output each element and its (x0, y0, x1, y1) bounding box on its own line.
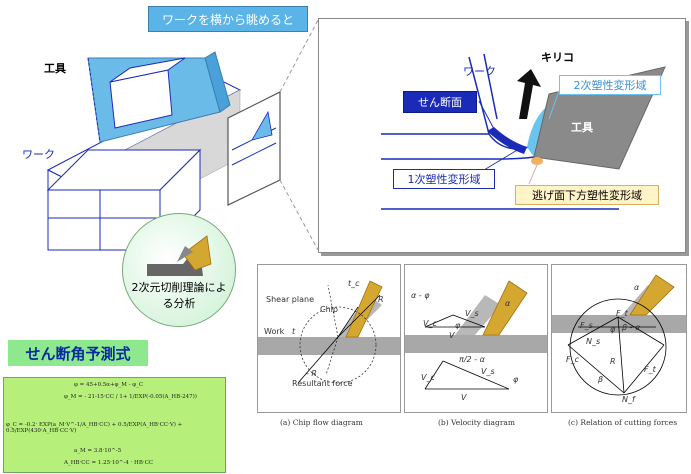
vs2-text: V_s (481, 367, 495, 376)
alpha-phi-text: α - φ (411, 291, 430, 300)
chip-flow-caption: (a) Chip flow diagram (280, 418, 363, 427)
prediction-formula-title: せん断角予測式 (8, 340, 148, 366)
shear-plane-label: せん断面 (403, 91, 477, 113)
beta-alpha-text: β - α (622, 323, 640, 332)
chip-flow-panel: Shear plane Chip Work Resultant force R … (257, 264, 401, 413)
v-text: V (449, 331, 454, 340)
r-text: R (378, 295, 384, 304)
nf-text: N_f (622, 395, 635, 404)
vc2-text: V_c (421, 373, 435, 382)
phi2-text: φ (513, 375, 518, 384)
forces-alpha-text: α (634, 283, 639, 292)
forces-caption: (c) Relation of cutting forces (568, 418, 677, 427)
chip-text: Chip (320, 305, 338, 314)
t-text: t (292, 327, 295, 336)
vs-text: V_s (465, 309, 479, 318)
ff-text: F_t (644, 365, 656, 374)
formula-line-2: φ_M = - 21-15·CC / 1+ 1/EXP(-0.05(A_HB-2… (64, 394, 197, 400)
forces-r-text: R (610, 357, 616, 366)
resultant-text: Resultant force (292, 379, 353, 388)
tool-label: 工具 (44, 60, 66, 76)
phi-text: φ (455, 321, 460, 330)
forces-phi-text: φ (610, 325, 615, 334)
cutting-zone-zoom: ワーク キリコ 工具 せん断面 2次塑性変形域 1次塑性変形域 逃げ面下方塑性変… (318, 18, 686, 253)
tc-text: t_c (348, 279, 360, 288)
shear-plane-text: Shear plane (266, 295, 314, 304)
zoom-tool-label: 工具 (571, 119, 593, 135)
analysis-circle: 2次元切削理論による分析 (122, 213, 236, 327)
vc-text: V_c (423, 319, 437, 328)
zoom-work-label: ワーク (463, 63, 496, 79)
chip-label: キリコ (541, 49, 574, 65)
alpha-text: α (505, 299, 510, 308)
ns-text: N_s (586, 337, 600, 346)
work-label: ワーク (22, 146, 55, 162)
primary-zone-label: 1次塑性変形域 (393, 169, 495, 189)
analysis-label: 2次元切削理論による分析 (129, 280, 229, 312)
neg-r-text: - R (306, 369, 317, 378)
velocity-panel: α - φ α φ V_c V_s V π/2 - α V_c V_s V φ (404, 264, 548, 413)
formula-line-1: φ = 45+0.5α+φ_M - φ_C (74, 382, 143, 388)
shear-angle-formula: φ = 45+0.5α+φ_M - φ_C φ_M = - 21-15·CC /… (3, 377, 226, 473)
work-text: Work (264, 327, 284, 336)
formula-line-3: φ_C = -0.2· EXP(a_M·V^-1/A_HB·CC) + 0.5/… (6, 422, 222, 434)
ft-text: F_t (616, 309, 628, 318)
fc-text: F_c (566, 355, 579, 364)
v2-text: V (461, 393, 466, 402)
forces-panel: α F_t F_s N_s β - α F_c R β F_t N_f φ (551, 264, 687, 413)
formula-line-4: a_M = 3.8·10^-5 (74, 448, 121, 454)
pi-alpha-text: π/2 - α (459, 355, 485, 364)
formula-line-5: A_HB·CC = 1.25·10^-4 · HB·CC (64, 460, 153, 466)
beta-text: β (598, 375, 603, 384)
flank-zone-label: 逃げ面下方塑性変形域 (515, 185, 659, 205)
secondary-zone-label: 2次塑性変形域 (559, 75, 661, 95)
velocity-caption: (b) Velocity diagram (438, 418, 515, 427)
fs-text: F_s (580, 321, 593, 330)
